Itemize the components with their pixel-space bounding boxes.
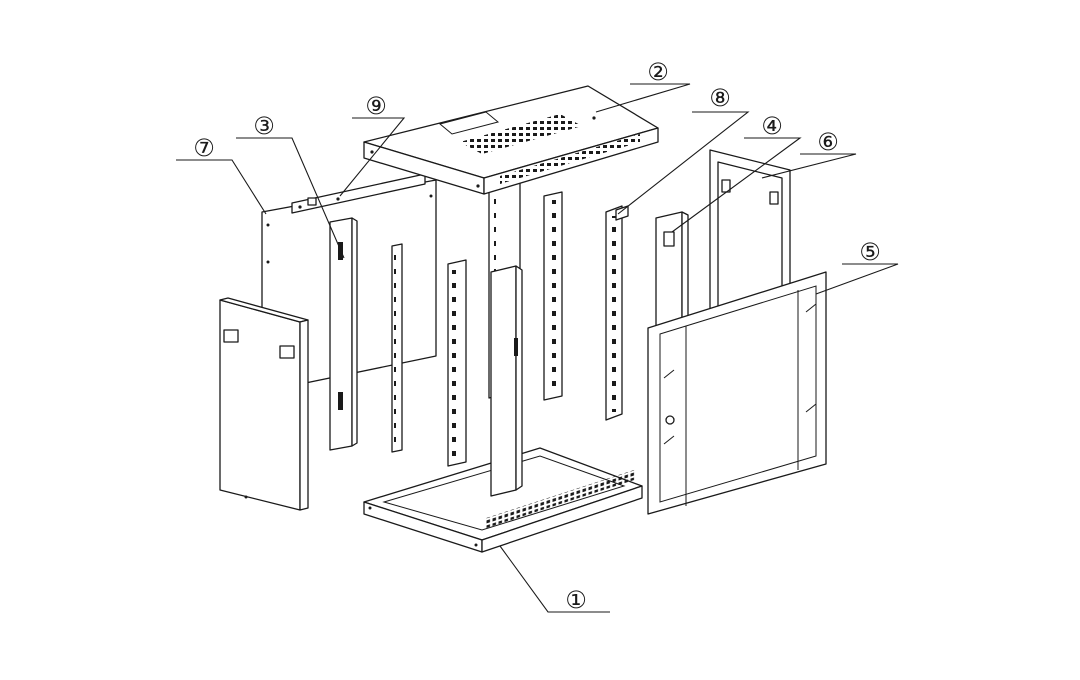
left-vertical-post	[329, 217, 358, 451]
callout-7: ⑦	[193, 134, 215, 162]
mounting-rail-left	[391, 243, 403, 453]
callout-8: ⑧	[709, 84, 731, 112]
mounting-rail-right	[605, 205, 623, 421]
top-rear-bracket	[291, 173, 426, 214]
callout-labels: ⑦ ③ ⑨ ② ⑧ ④ ⑥ ⑤ ①	[193, 58, 881, 614]
callout-9: ⑨	[365, 92, 387, 120]
bottom-frame	[363, 447, 643, 553]
callout-3: ③	[253, 112, 275, 140]
callout-2: ②	[647, 58, 669, 86]
rear-right-rail	[615, 205, 629, 221]
callout-1: ①	[565, 586, 587, 614]
mounting-rail-center-left	[447, 259, 467, 467]
callout-5: ⑤	[859, 238, 881, 266]
right-side-panel	[647, 271, 827, 515]
callout-4: ④	[761, 112, 783, 140]
mounting-rail-center	[543, 191, 563, 401]
leader-lines	[176, 83, 899, 613]
top-cover	[363, 85, 659, 195]
front-left-door	[219, 297, 309, 511]
front-upright-post	[490, 265, 523, 497]
callout-6: ⑥	[817, 128, 839, 156]
